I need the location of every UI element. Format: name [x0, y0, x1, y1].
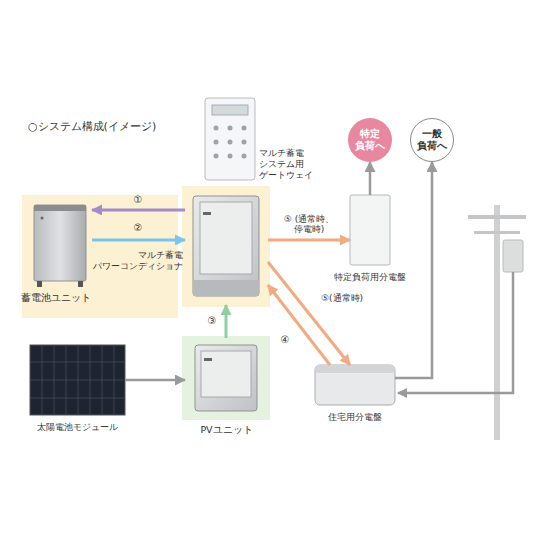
pv-device	[195, 345, 257, 411]
edge-label: ⑤ (通常時、停電時)	[269, 214, 349, 235]
battery-unit: 蓄電池ユニット	[20, 198, 92, 310]
solar-panel	[30, 345, 125, 415]
edge-label: ②	[128, 222, 148, 234]
pv-region	[182, 336, 270, 420]
flow-arrow	[268, 285, 330, 365]
node-label: 蓄電池ユニット	[20, 292, 92, 303]
flow-arrow	[395, 162, 432, 378]
node-label: 特定負荷用分電盤	[328, 272, 412, 283]
gateway: マルチ蓄電 システム用 ゲートウェイ	[205, 98, 255, 180]
house-panel: 住宅用分電盤	[315, 365, 395, 405]
specific-load-panel	[350, 195, 390, 265]
edge-label: ①	[128, 194, 148, 206]
node-label: 一般 負荷へ	[411, 119, 453, 161]
load-circle: 特定 負荷へ	[348, 118, 392, 162]
flow-arrow	[92, 238, 185, 241]
pcs-region	[182, 186, 270, 307]
pv-unit: PVユニット	[185, 338, 268, 418]
house-panel	[315, 365, 395, 405]
edge-label: ⑤(通常時)	[313, 293, 371, 303]
node-label: マルチ蓄電 システム用 ゲートウェイ	[259, 148, 327, 180]
pcs-device	[193, 196, 259, 296]
node-label: マルチ蓄電 パワーコンディショナ	[92, 250, 183, 272]
distribution-board: 特定負荷用分電盤	[350, 195, 390, 265]
flow-arrow	[225, 305, 228, 338]
edge-label: ③	[203, 315, 221, 327]
flow-arrow	[125, 379, 185, 382]
node-label: 住宅用分電盤	[315, 412, 395, 423]
gateway-device	[205, 98, 255, 180]
edge-label: ④	[276, 334, 294, 346]
solar-module: 太陽電池モジュール	[30, 345, 125, 415]
load-circle: 一般 負荷へ	[410, 118, 454, 162]
node-label: 特定 負荷へ	[348, 118, 392, 162]
diagram-title: ○システム構成(イメージ)	[28, 120, 156, 133]
flow-arrow	[369, 162, 372, 195]
flow-arrow	[92, 208, 185, 211]
grid-wire	[398, 272, 513, 393]
power-conditioner: マルチ蓄電 パワーコンディショナ	[185, 188, 268, 305]
utility-pole	[468, 205, 526, 440]
node-label: 太陽電池モジュール	[28, 422, 127, 433]
flow-arrow	[268, 238, 350, 241]
node-label: PVユニット	[185, 424, 268, 435]
battery-cabinet	[34, 205, 86, 287]
